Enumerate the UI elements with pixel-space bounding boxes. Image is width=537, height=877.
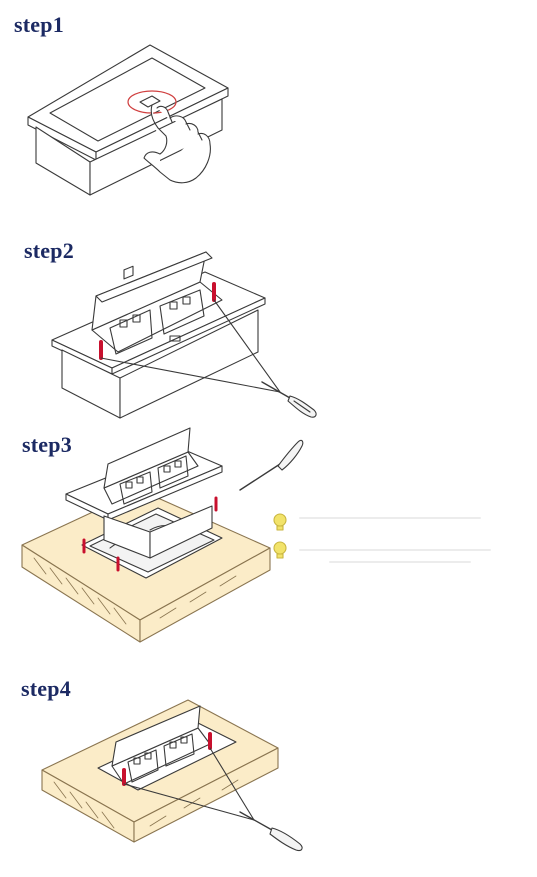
step1-label: step1 [14, 12, 64, 37]
step2-label: step2 [24, 238, 74, 263]
step3-label: step3 [22, 432, 72, 457]
step3-illustration [22, 428, 490, 642]
tip-bulb-icons [273, 513, 287, 558]
step4-illustration [42, 700, 302, 851]
step1-illustration [28, 45, 228, 195]
step4-label: step4 [21, 676, 71, 701]
step2-illustration [52, 252, 316, 418]
